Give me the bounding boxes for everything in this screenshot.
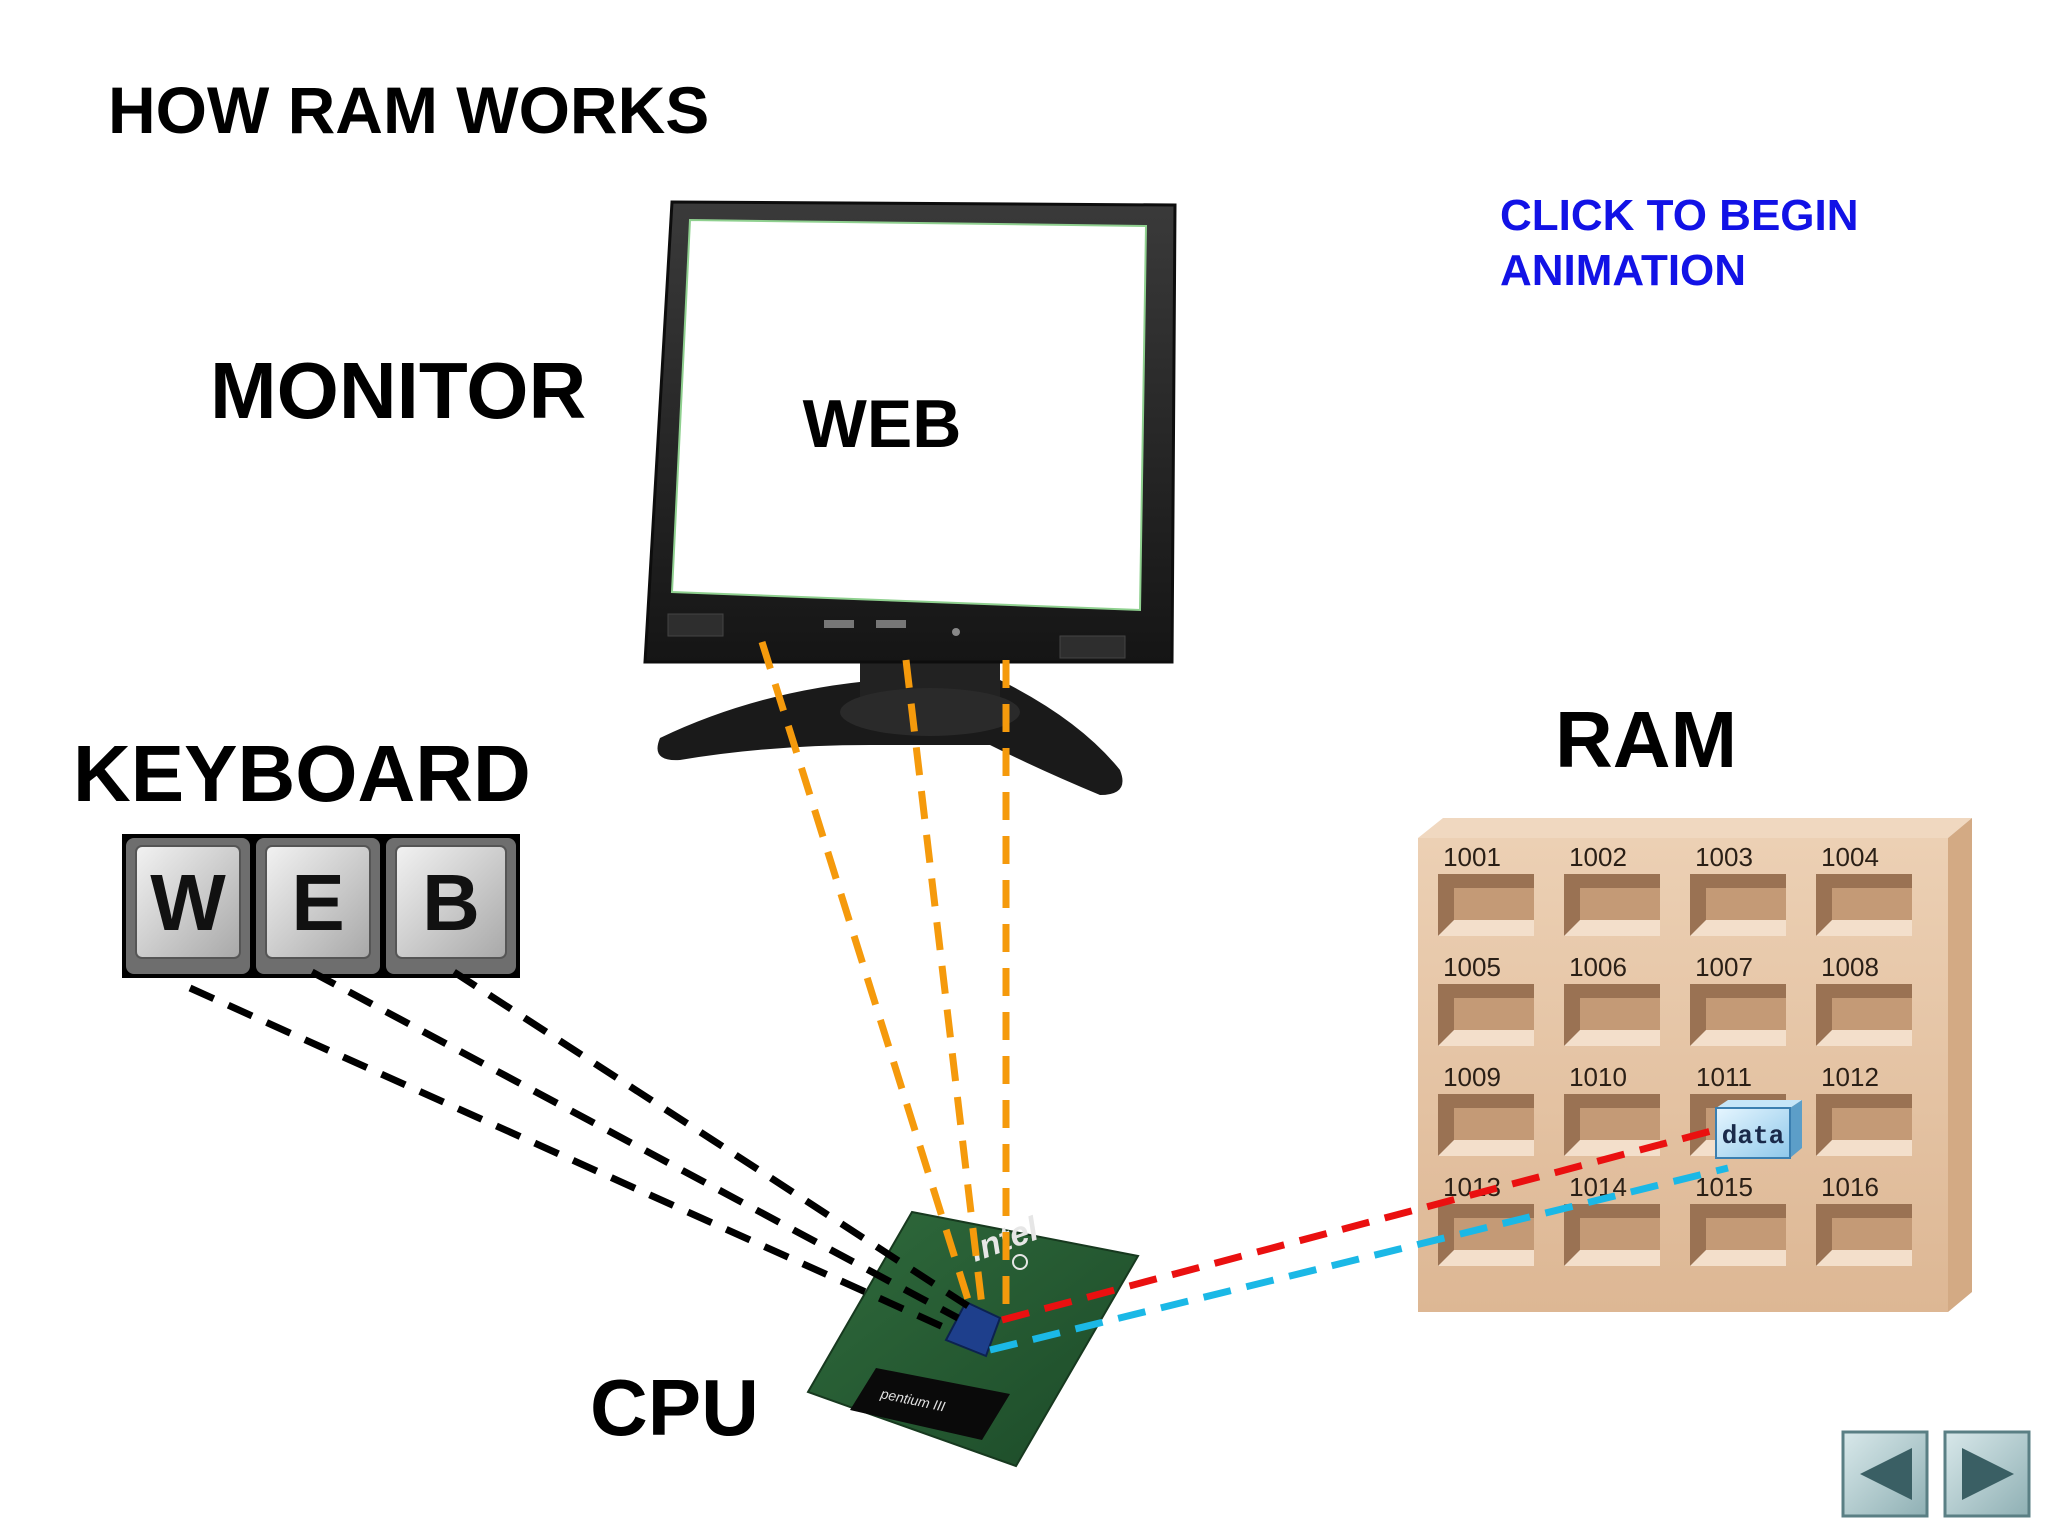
prev-button[interactable] (1841, 1430, 1929, 1518)
monitor-line-2 (902, 659, 986, 1307)
ram-cell-number: 1007 (1695, 952, 1753, 982)
ram-cell: 1015 (1690, 1172, 1786, 1266)
ram-cell: 1016 (1816, 1172, 1912, 1266)
keyboard-line-b (452, 969, 970, 1309)
ram-cell: 1003 (1690, 842, 1786, 936)
monitor-button (876, 620, 906, 628)
ram-cell: 1004 (1816, 842, 1912, 936)
monitor-label: MONITOR (210, 346, 587, 435)
monitor-to-cpu-lines (758, 640, 1010, 1308)
key-e[interactable]: E (256, 838, 380, 974)
ram-cabinet-side (1948, 818, 1972, 1312)
key-b[interactable]: B (386, 838, 516, 974)
ram-cell-number: 1009 (1443, 1062, 1501, 1092)
ram-cell-number: 1012 (1821, 1062, 1879, 1092)
monitor-power-led (952, 628, 960, 636)
cpu-chip: pentium III intel (806, 1209, 1140, 1468)
monitor-screen (670, 218, 1148, 612)
monitor-screen-text: WEB (803, 386, 962, 462)
data-box-label: data (1722, 1121, 1784, 1151)
ram-cell-number: 1004 (1821, 842, 1879, 872)
monitor-line-1 (758, 640, 974, 1308)
key-w-label: W (150, 858, 226, 947)
click-to-begin-prompt[interactable]: CLICK TO BEGIN ANIMATION (1500, 188, 1859, 298)
ram-cell: 1005 (1438, 952, 1534, 1046)
ram-cell-number: 1015 (1695, 1172, 1753, 1202)
ram-cell: 1006 (1564, 952, 1660, 1046)
ram-cell: 1012 (1816, 1062, 1912, 1156)
ram-cell-number: 1001 (1443, 842, 1501, 872)
ram-cell: 1009 (1438, 1062, 1534, 1156)
slide-title: HOW RAM WORKS (108, 73, 710, 147)
ram-cabinet-top (1418, 818, 1972, 838)
ram-cell: 1010 (1564, 1062, 1660, 1156)
keyboard-keys: W E B (122, 834, 520, 978)
ram-cell-number: 1010 (1569, 1062, 1627, 1092)
ram-cell-number: 1005 (1443, 952, 1501, 982)
keyboard-line-w (188, 984, 952, 1334)
ram-cell-number: 1008 (1821, 952, 1879, 982)
monitor-stand-hub (840, 688, 1020, 736)
ram-to-cpu-read-line (989, 1164, 1729, 1354)
ram-cell-number: 1002 (1569, 842, 1627, 872)
monitor-speaker-right (1059, 635, 1126, 659)
ram-cell: 1008 (1816, 952, 1912, 1046)
ram-cell: 1002 (1564, 842, 1660, 936)
click-prompt-line-1: CLICK TO BEGIN (1500, 191, 1859, 240)
monitor-speaker-left (667, 613, 724, 637)
ram-cell-number: 1003 (1695, 842, 1753, 872)
triangle-right-icon (1962, 1448, 2014, 1500)
ram-cell-number: 1016 (1821, 1172, 1879, 1202)
monitor-image (643, 200, 1177, 795)
key-b-label: B (422, 858, 480, 947)
ram-cell-number: 1006 (1569, 952, 1627, 982)
keyboard-label: KEYBOARD (73, 729, 531, 818)
ram-cell: 1001 (1438, 842, 1534, 936)
triangle-left-icon (1860, 1448, 1912, 1500)
ram-grid: 1001 1002 1003 1004 1005 1006 1007 1008 1009 1010… (1438, 842, 1912, 1266)
cpu-label: CPU (590, 1363, 759, 1452)
key-e-label: E (291, 858, 344, 947)
ram-cell-number: 1011 (1696, 1062, 1752, 1092)
cpu-to-ram-write-line (1001, 1126, 1716, 1324)
ram-label: RAM (1555, 695, 1738, 784)
ram-cabinet: 1001 1002 1003 1004 1005 1006 1007 1008 1009 1010… (1418, 818, 1972, 1312)
keyboard-line-e (310, 968, 960, 1322)
monitor-button (824, 620, 854, 628)
ram-cell: 1007 (1690, 952, 1786, 1046)
keyboard-to-cpu-lines (188, 968, 970, 1334)
data-box: data (1715, 1100, 1802, 1159)
intel-logo-ring (1012, 1254, 1028, 1270)
cpu-die (944, 1300, 1002, 1358)
cpu-label-plate (850, 1368, 1010, 1440)
key-w[interactable]: W (126, 838, 250, 974)
next-button[interactable] (1943, 1430, 2031, 1518)
click-prompt-line-2: ANIMATION (1500, 246, 1747, 295)
